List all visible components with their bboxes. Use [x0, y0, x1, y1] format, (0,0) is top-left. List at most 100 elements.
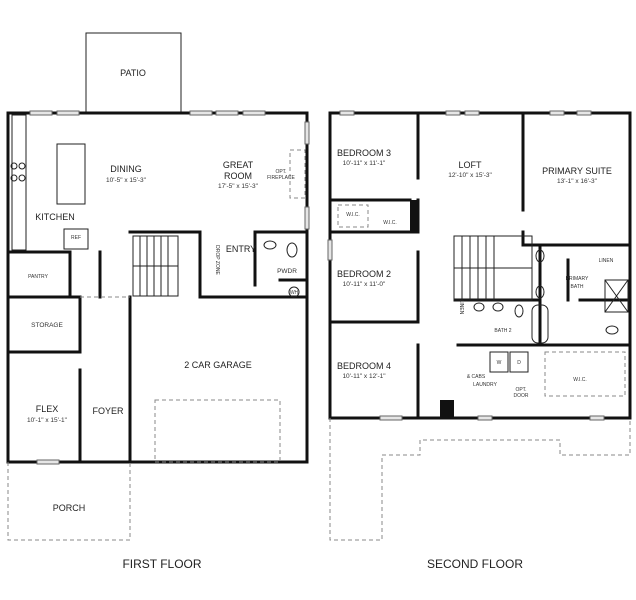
window [589, 415, 605, 421]
garage-walls [128, 295, 309, 464]
wic-shelf [337, 204, 369, 228]
bedroom3-size: 10'-11" x 11'-1" [343, 160, 386, 167]
porch-outline [7, 462, 131, 541]
chase [440, 400, 454, 418]
bedroom4-size: 10'-11" x 12'-1" [342, 373, 386, 380]
great-room-label-1: GREAT [223, 160, 254, 170]
window [36, 459, 60, 465]
linen2-label: LINEN [458, 300, 464, 315]
primary-suite-size: 13'-1" x 16'-3" [557, 178, 598, 185]
laundry-label: LAUNDRY [473, 382, 497, 388]
dryer-box [509, 351, 529, 373]
bedroom2-label: BEDROOM 2 [337, 269, 391, 279]
pantry-label: PANTRY [28, 274, 48, 280]
washer-label: W [497, 360, 502, 366]
window [576, 110, 592, 116]
kitchen-island [56, 143, 86, 205]
roof-outline [329, 418, 631, 541]
stove-burner [18, 174, 26, 182]
fireplace-outline [289, 149, 306, 199]
first-floor-caption: FIRST FLOOR [122, 557, 201, 571]
sink-icon [492, 302, 504, 312]
loft-label: LOFT [458, 160, 482, 170]
primary-suite-label: PRIMARY SUITE [542, 166, 612, 176]
dining-size: 10'-5" x 15'-3" [106, 177, 147, 184]
window [242, 110, 266, 116]
stairs [453, 235, 533, 301]
storage-label: STORAGE [31, 322, 63, 329]
linen1-label: LINEN [599, 258, 614, 264]
bath2-label: BATH 2 [494, 328, 511, 334]
flex-label: FLEX [36, 404, 59, 414]
sink-icon [473, 302, 485, 312]
wic-shelf [544, 351, 626, 397]
stove-burner [10, 174, 18, 182]
ref-label: REF [71, 235, 81, 241]
window [189, 110, 213, 116]
toilet-icon [605, 325, 619, 335]
drop-zone-label: DROP ZONE [214, 245, 220, 275]
window [464, 110, 480, 116]
sink-icon [263, 240, 277, 250]
patio-label: PATIO [120, 68, 146, 78]
garage-door-outline [154, 399, 281, 463]
second-floor-plan: BEDROOM 3 10'-11" x 11'-1" LOFT 12'-10" … [327, 110, 632, 571]
window [29, 110, 53, 116]
toilet-icon [286, 242, 298, 258]
entry-label: ENTRY [226, 244, 256, 254]
window [304, 206, 310, 230]
flex-size: 10'-1" x 15'-1" [27, 417, 68, 424]
wic2-label: W.I.C. [383, 220, 397, 226]
chase [410, 200, 419, 232]
window [339, 110, 355, 116]
stairs [132, 235, 179, 297]
kitchen-counter [11, 114, 27, 251]
washer-box [489, 351, 509, 373]
stove-burner [10, 162, 18, 170]
primary-bath-label-2: BATH [571, 284, 584, 290]
wic1-label: W.I.C. [346, 212, 360, 218]
bedroom3-label: BEDROOM 3 [337, 148, 391, 158]
laundry-cabs-label: & CABS [467, 374, 486, 380]
second-floor-caption: SECOND FLOOR [427, 557, 523, 571]
kitchen-label: KITCHEN [35, 212, 75, 222]
stove-burner [18, 162, 26, 170]
fireplace-label-2: FIREPLACE [267, 175, 295, 181]
shower-icon [604, 279, 629, 313]
refrigerator [63, 228, 89, 250]
bedroom2-size: 10'-11" x 11'-0" [343, 281, 386, 288]
window [477, 415, 493, 421]
window [379, 415, 403, 421]
window [549, 110, 565, 116]
second-floor-walls [328, 111, 632, 420]
foyer-label: FOYER [92, 406, 124, 416]
bedroom4-label: BEDROOM 4 [337, 361, 391, 371]
toilet-icon [514, 304, 524, 318]
fireplace-label-1: OPT. [275, 169, 286, 175]
loft-size: 12'-10" x 15'-3" [448, 172, 492, 179]
pwdr-label: PWDR [277, 268, 297, 275]
porch-label: PORCH [53, 503, 86, 513]
sink-icon [535, 249, 545, 263]
opt-door-label-1: OPT. [515, 387, 526, 393]
great-room-size: 17'-5" x 15'-3" [218, 183, 259, 190]
interior-walls [6, 230, 309, 464]
wic3-label: W.I.C. [573, 377, 587, 383]
dryer-label: D [517, 360, 521, 366]
bathtub-icon [531, 304, 549, 344]
window [304, 121, 310, 145]
window [327, 239, 333, 261]
sink-icon [535, 285, 545, 299]
opt-door-label-2: DOOR [514, 393, 529, 399]
great-room-label-2: ROOM [224, 171, 252, 181]
dining-label: DINING [110, 164, 142, 174]
primary-bath-label-1: PRIMARY [566, 276, 589, 282]
window [445, 110, 461, 116]
garage-label: 2 CAR GARAGE [184, 360, 252, 370]
water-heater-icon [288, 286, 300, 298]
window [215, 110, 239, 116]
wh-label: WH [290, 290, 299, 296]
window [56, 110, 80, 116]
first-floor-plan: PATIO DINING 10'-5" x 15'-3" GREAT ROOM … [6, 32, 310, 571]
